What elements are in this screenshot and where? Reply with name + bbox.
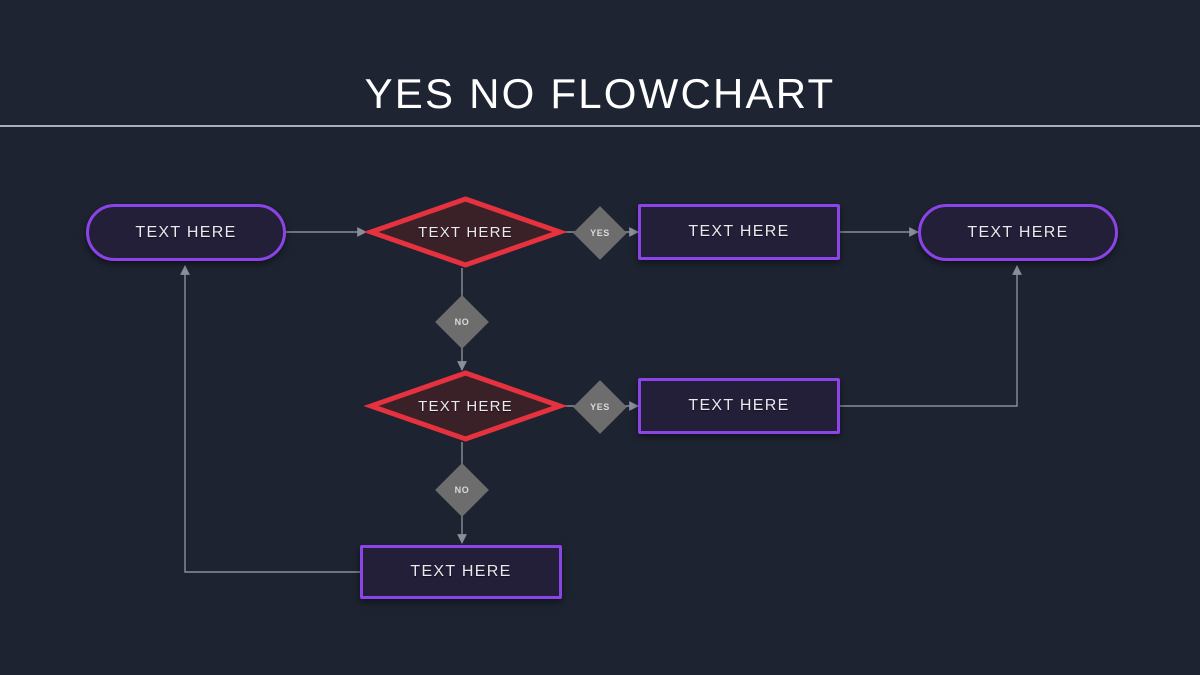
edge-process2-to-end — [840, 265, 1022, 407]
no-label-2: NO — [454, 485, 470, 495]
edge-marker-yes-1: YES — [573, 206, 627, 260]
edge-marker-no-1: NO — [435, 295, 489, 349]
decision1-shape — [363, 196, 568, 268]
node-decision1-label: TEXT HERE — [418, 223, 513, 241]
node-start-label: TEXT HERE — [135, 223, 237, 241]
node-process2-label: TEXT HERE — [688, 397, 790, 414]
edge-process3-to-start — [180, 265, 360, 573]
header-band — [0, 0, 1200, 126]
node-process2-rect[interactable]: TEXT HERE — [638, 378, 840, 434]
yes-label-1: YES — [590, 228, 610, 238]
node-process1-label: TEXT HERE — [688, 223, 790, 240]
node-start-pill[interactable]: TEXT HERE — [86, 204, 286, 261]
node-end-label: TEXT HERE — [967, 223, 1069, 241]
yes-label-2: YES — [590, 402, 610, 412]
node-end-pill[interactable]: TEXT HERE — [918, 204, 1118, 261]
node-decision1-diamond[interactable]: TEXT HERE — [363, 196, 568, 268]
node-decision2-label: TEXT HERE — [418, 397, 513, 415]
edge-marker-no-2: NO — [435, 463, 489, 517]
no-label-1: NO — [454, 317, 470, 327]
node-process3-label: TEXT HERE — [410, 563, 512, 580]
header-divider — [0, 125, 1200, 127]
node-process3-rect[interactable]: TEXT HERE — [360, 545, 562, 599]
node-decision2-diamond[interactable]: TEXT HERE — [363, 370, 568, 442]
decision2-shape — [363, 370, 568, 442]
edge-marker-yes-2: YES — [573, 380, 627, 434]
node-process1-rect[interactable]: TEXT HERE — [638, 204, 840, 260]
page-title: YES NO FLOWCHART — [364, 70, 836, 118]
